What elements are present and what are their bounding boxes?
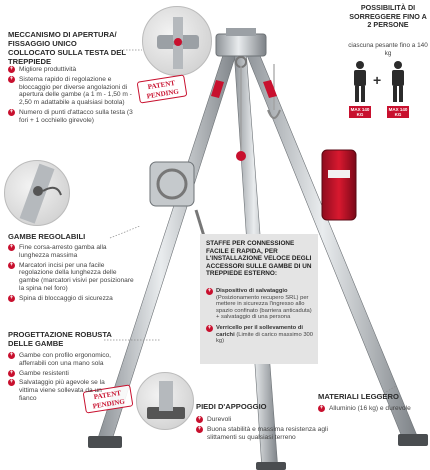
progettazione-list: +Gambe con profilo ergonomico, afferrabi… bbox=[8, 352, 114, 405]
plus-icon: + bbox=[8, 66, 15, 73]
list-item: +Numero di punti d'attacco sulla testa (… bbox=[8, 108, 133, 124]
plus-icon: + bbox=[196, 425, 203, 433]
gambe-list: +Fine corsa-arresto gamba alla lunghezza… bbox=[8, 244, 136, 305]
list-item: +Salvataggio più agevole se la vittima v… bbox=[8, 379, 105, 402]
list-item: +Fine corsa-arresto gamba alla lunghezza… bbox=[8, 244, 107, 259]
plus-icon: + bbox=[8, 379, 15, 387]
list-item: +Gambe con profilo ergonomico, afferrabi… bbox=[8, 352, 111, 367]
staffe-list: + Dispositivo di salvataggio (Posizionam… bbox=[206, 288, 316, 349]
person-icon-1 bbox=[354, 61, 366, 102]
plus-icon: + bbox=[318, 405, 325, 412]
plus-icon: + bbox=[8, 369, 15, 377]
gambe-title: GAMBE REGOLABILI bbox=[8, 232, 86, 241]
detail-photo-leg bbox=[4, 160, 70, 226]
plus-sign: + bbox=[373, 72, 382, 88]
plus-icon: + bbox=[206, 324, 213, 332]
weight-badge-1: MAX 140 KG bbox=[349, 106, 371, 118]
tripod-feet bbox=[88, 434, 428, 470]
staffe-panel: STAFFE PER CONNESSIONE FACILE E RAPIDA, … bbox=[200, 234, 318, 364]
list-item: +Migliore produttività bbox=[8, 66, 77, 73]
persons-title: POSSIBILITÀ DI SORREGGERE FINO A 2 PERSO… bbox=[349, 3, 427, 30]
piedi-list: +Durevoli +Buona stabilità e massima res… bbox=[196, 416, 328, 443]
piedi-title: PIEDI D'APPOGGIO bbox=[196, 402, 267, 411]
meccanismo-list: +Migliore produttività +Sistema rapido d… bbox=[8, 66, 134, 127]
meccanismo-title: MECCANISMO DI APERTURA/ FISSAGGIO UNICO … bbox=[8, 30, 126, 66]
plus-icon: + bbox=[8, 108, 15, 116]
list-item: +Alluminio (16 kg) e durevole bbox=[318, 405, 411, 412]
list-item: + Dispositivo di salvataggio (Posizionam… bbox=[206, 288, 312, 321]
persons-subtitle: ciascuna pesante fino a 140 kg bbox=[348, 42, 428, 57]
list-item: +Durevoli bbox=[196, 416, 232, 423]
weight-badge-2: MAX 140 KG bbox=[387, 106, 409, 118]
plus-icon: + bbox=[8, 352, 15, 359]
progettazione-title: PROGETTAZIONE ROBUSTA DELLE GAMBE bbox=[8, 330, 112, 348]
plus-icon: + bbox=[206, 288, 213, 295]
person-icon-2 bbox=[392, 61, 404, 102]
detail-photo-head bbox=[142, 6, 212, 76]
list-item: +Buona stabilità e massima resistenza ag… bbox=[196, 425, 328, 441]
plus-icon: + bbox=[8, 75, 15, 83]
plus-icon: + bbox=[8, 261, 15, 269]
list-item: +Gambe resistenti bbox=[8, 369, 69, 377]
leg-pin-icon bbox=[19, 163, 62, 224]
leg-stripes bbox=[211, 80, 277, 98]
materiali-list: +Alluminio (16 kg) e durevole bbox=[318, 405, 418, 415]
plus-icon: + bbox=[8, 244, 15, 251]
rope-and-hook bbox=[236, 64, 281, 161]
list-item: +Spina di bloccaggio di sicurezza bbox=[8, 294, 113, 302]
staffe-title: STAFFE PER CONNESSIONE FACILE E RAPIDA, … bbox=[206, 240, 312, 278]
list-item: + Verricello per il sollevamento di cari… bbox=[206, 324, 314, 345]
list-item: +Marcatori incisi per una facile regolaz… bbox=[8, 261, 134, 292]
rescue-device-red bbox=[321, 149, 357, 221]
foot-detail-icon bbox=[147, 381, 185, 419]
plus-icon: + bbox=[8, 294, 15, 302]
head-detail-icon bbox=[157, 17, 199, 69]
detail-photo-foot bbox=[136, 372, 194, 430]
materiali-title: MATERIALI LEGGERO bbox=[318, 392, 399, 401]
plus-icon: + bbox=[196, 416, 203, 423]
list-item: +Sistema rapido di regolazione e bloccag… bbox=[8, 75, 132, 107]
